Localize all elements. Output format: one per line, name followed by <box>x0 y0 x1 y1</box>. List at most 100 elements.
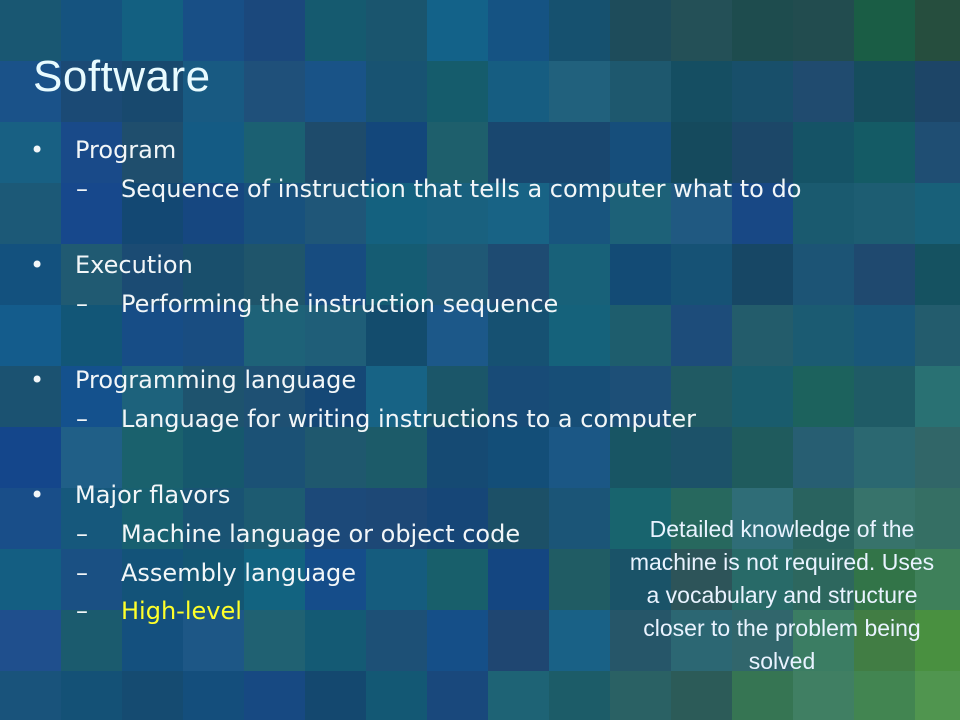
bullet-icon: • <box>30 481 45 509</box>
background-tile <box>244 671 305 720</box>
background-tile <box>305 305 366 366</box>
background-tile <box>244 610 305 671</box>
bullet-icon: • <box>30 251 45 279</box>
background-tile <box>0 427 61 488</box>
background-tile <box>610 0 671 61</box>
background-tile <box>427 0 488 61</box>
background-tile <box>793 488 854 549</box>
sub-item-label: Machine language or object code <box>121 520 521 548</box>
background-tile <box>305 244 366 305</box>
background-tile <box>793 305 854 366</box>
background-tile <box>671 61 732 122</box>
background-tile <box>427 549 488 610</box>
background-tile <box>366 305 427 366</box>
background-tile <box>915 244 960 305</box>
background-tile <box>61 183 122 244</box>
background-tile <box>671 671 732 720</box>
background-tile <box>732 671 793 720</box>
background-tile <box>183 61 244 122</box>
background-tile <box>427 183 488 244</box>
background-tile <box>244 122 305 183</box>
slide-title: Software <box>33 52 211 101</box>
background-tile <box>671 366 732 427</box>
background-tile <box>61 549 122 610</box>
sub-item-label: High-level <box>121 597 242 625</box>
background-tile <box>427 244 488 305</box>
bullet-label: Major flavors <box>75 481 231 509</box>
background-tile <box>915 61 960 122</box>
dash-icon: – <box>76 175 88 203</box>
background-tile <box>244 183 305 244</box>
background-tile <box>0 610 61 671</box>
background-tile <box>488 671 549 720</box>
background-tile <box>793 183 854 244</box>
background-tile <box>732 488 793 549</box>
background-tile <box>671 610 732 671</box>
background-tile <box>854 610 915 671</box>
dash-icon: – <box>76 559 88 587</box>
background-tile <box>732 549 793 610</box>
background-tile <box>305 671 366 720</box>
dash-icon: – <box>76 597 88 625</box>
background-tile <box>244 305 305 366</box>
background-tile <box>244 488 305 549</box>
background-tile <box>366 366 427 427</box>
background-tile <box>244 366 305 427</box>
background-tile <box>610 671 671 720</box>
background-tile <box>549 61 610 122</box>
background-tile <box>427 427 488 488</box>
background-tile <box>0 366 61 427</box>
background-tile <box>305 610 366 671</box>
background-tile <box>671 549 732 610</box>
background-tile <box>854 549 915 610</box>
background-tile <box>549 488 610 549</box>
background-tile <box>61 671 122 720</box>
background-tile <box>854 366 915 427</box>
background-tile <box>854 671 915 720</box>
background-tile <box>732 305 793 366</box>
background-tile <box>549 244 610 305</box>
background-tile <box>183 549 244 610</box>
background-tile <box>366 183 427 244</box>
background-tile <box>732 244 793 305</box>
background-tile <box>854 0 915 61</box>
background-tile <box>854 244 915 305</box>
background-tile <box>732 610 793 671</box>
background-tile <box>488 305 549 366</box>
background-tile <box>244 427 305 488</box>
background-tile <box>610 244 671 305</box>
background-tile <box>244 549 305 610</box>
background-tile <box>915 366 960 427</box>
background-tile <box>793 610 854 671</box>
background-tile <box>671 0 732 61</box>
background-tile <box>488 427 549 488</box>
background-tile <box>366 610 427 671</box>
background-tile <box>793 122 854 183</box>
bullet-icon: • <box>30 366 45 394</box>
background-tile <box>183 122 244 183</box>
background-tile <box>122 305 183 366</box>
background-tile <box>610 610 671 671</box>
background-tile <box>915 549 960 610</box>
background-tile <box>122 183 183 244</box>
background-tile <box>366 488 427 549</box>
background-tile <box>122 0 183 61</box>
background-tile <box>427 366 488 427</box>
background-tile <box>183 671 244 720</box>
background-tile <box>305 0 366 61</box>
background-tile <box>305 427 366 488</box>
background-tile <box>366 549 427 610</box>
background-tile <box>122 366 183 427</box>
background-tile <box>244 61 305 122</box>
background-tile <box>488 610 549 671</box>
background-tile <box>549 305 610 366</box>
background-tile <box>854 183 915 244</box>
background-tile <box>732 366 793 427</box>
background-tile <box>305 61 366 122</box>
background-tile <box>488 244 549 305</box>
background-tile <box>305 549 366 610</box>
background-tile <box>671 427 732 488</box>
background-tile <box>305 488 366 549</box>
background-tile <box>61 61 122 122</box>
